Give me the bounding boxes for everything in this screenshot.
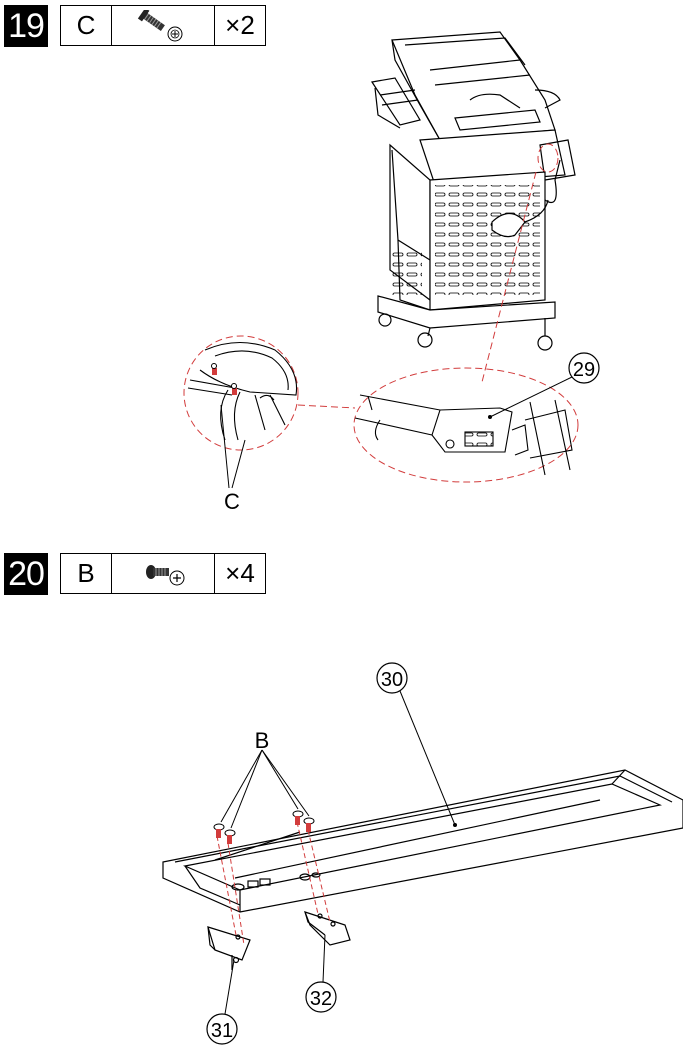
part-number-31: 31	[211, 1020, 233, 1042]
grill-cart-drawing	[372, 32, 575, 350]
drip-tray-drawing	[163, 770, 683, 970]
screw-c-marks	[212, 368, 237, 395]
valve-detail-drawing	[188, 343, 297, 441]
hardware-label-b: B	[255, 728, 270, 753]
regulator-detail-drawing	[355, 395, 572, 475]
part-number-29: 29	[573, 359, 595, 381]
part-number-32: 32	[310, 988, 332, 1010]
hardware-label-c: C	[224, 489, 240, 514]
leader-c	[221, 405, 245, 488]
part-number-30: 30	[381, 669, 403, 691]
